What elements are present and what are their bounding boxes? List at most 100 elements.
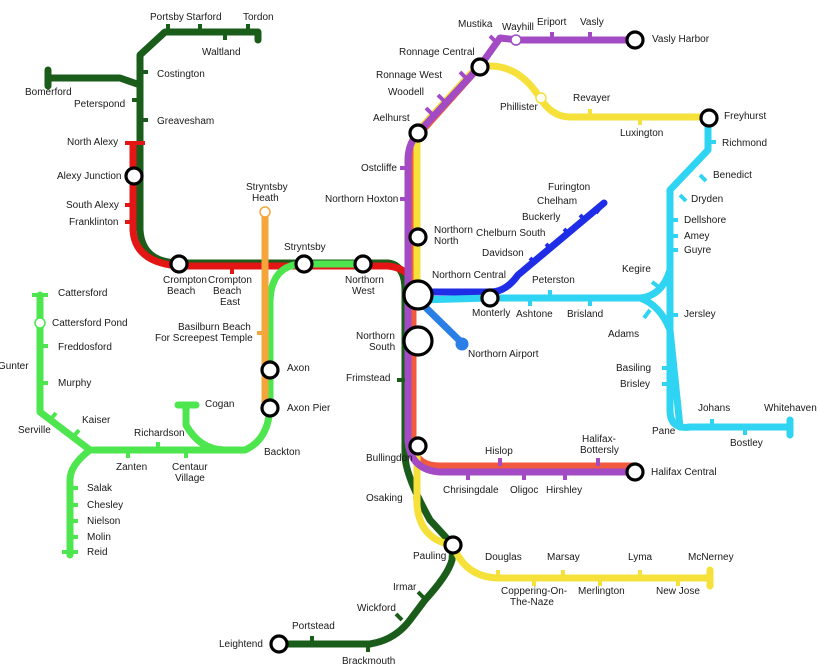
station-northorn-airport[interactable]: [455, 337, 469, 351]
label-whitehaven[interactable]: Whitehaven: [764, 403, 817, 414]
label-axon[interactable]: Axon: [287, 363, 310, 374]
label-bomerford[interactable]: Bomerford: [25, 87, 72, 98]
label-buckerly[interactable]: Buckerly: [522, 212, 560, 223]
label-woodell[interactable]: Woodell: [388, 87, 424, 98]
label-mcnerney[interactable]: McNerney: [688, 552, 734, 563]
station-ronnage-central[interactable]: [470, 57, 490, 77]
label-portstead[interactable]: Portstead: [292, 621, 335, 632]
label-cattersford-pond[interactable]: Cattersford Pond: [52, 318, 128, 329]
label-frimstead[interactable]: Frimstead: [346, 373, 390, 384]
station-northorn-north[interactable]: [408, 227, 428, 247]
label-north-alexy[interactable]: North Alexy: [67, 137, 118, 148]
label-leightend[interactable]: Leightend: [219, 639, 263, 650]
label-chesley[interactable]: Chesley: [87, 500, 123, 511]
label-alexy-junction[interactable]: Alexy Junction: [57, 171, 121, 182]
label-ostcliffe[interactable]: Ostcliffe: [361, 163, 397, 174]
label-axon-pier[interactable]: Axon Pier: [287, 403, 331, 414]
label-franklinton[interactable]: Franklinton: [69, 217, 118, 228]
station-northorn-west[interactable]: [353, 254, 373, 274]
label-luxington[interactable]: Luxington: [620, 128, 663, 139]
label-brisley[interactable]: Brisley: [620, 379, 650, 390]
label-bostley[interactable]: Bostley: [730, 438, 763, 449]
label-furington[interactable]: Furington: [548, 182, 590, 193]
label-chelburn-south[interactable]: Chelburn South: [476, 228, 546, 239]
label-osaking[interactable]: Osaking: [366, 493, 403, 504]
label-davidson[interactable]: Davidson: [482, 248, 524, 259]
station-northorn-central[interactable]: [402, 279, 434, 311]
label-murphy[interactable]: Murphy: [58, 378, 91, 389]
label-merlington[interactable]: Merlington: [578, 586, 625, 597]
label-salak[interactable]: Salak: [87, 483, 113, 494]
label-revayer[interactable]: Revayer: [573, 93, 611, 104]
label-phillister[interactable]: Phillister: [500, 102, 538, 113]
station-northorn-south[interactable]: [402, 325, 434, 357]
label-costington[interactable]: Costington: [157, 69, 205, 80]
label-freyhurst[interactable]: Freyhurst: [724, 111, 766, 122]
station-leightend[interactable]: [269, 634, 289, 654]
station-halifax-central[interactable]: [625, 462, 645, 482]
label-eriport[interactable]: Eriport: [537, 17, 567, 28]
label-tordon[interactable]: Tordon: [243, 12, 274, 23]
label-cogan[interactable]: Cogan: [205, 399, 234, 410]
label-northorn-hoxton[interactable]: Northorn Hoxton: [325, 194, 398, 205]
label-peterston[interactable]: Peterston: [532, 275, 575, 286]
label-gunter[interactable]: Gunter: [0, 361, 29, 372]
label-halifax-central[interactable]: Halifax Central: [651, 467, 717, 478]
label-jersley[interactable]: Jersley: [684, 309, 716, 320]
label-wayhill[interactable]: Wayhill: [502, 22, 534, 33]
label-oligoc[interactable]: Oligoc: [510, 485, 538, 496]
label-northorn-central[interactable]: Northorn Central: [432, 270, 506, 281]
label-northorn-airport[interactable]: Northorn Airport: [468, 349, 539, 360]
label-south-alexy[interactable]: South Alexy: [66, 200, 119, 211]
label-starford[interactable]: Starford: [186, 12, 222, 23]
label-petersopond[interactable]: Peterspond: [74, 99, 125, 110]
station-crompton-beach[interactable]: [169, 254, 189, 274]
label-ashtone[interactable]: Ashtone: [516, 309, 553, 320]
label-stryntsby[interactable]: Stryntsby: [284, 242, 326, 253]
label-kaiser[interactable]: Kaiser: [82, 415, 111, 426]
station-axon[interactable]: [260, 360, 280, 380]
label-freddosford[interactable]: Freddosford: [58, 342, 112, 353]
label-hislop[interactable]: Hislop: [485, 446, 513, 457]
label-marsay[interactable]: Marsay: [547, 552, 580, 563]
station-aelhurst[interactable]: [408, 123, 428, 143]
label-hirshley[interactable]: Hirshley: [546, 485, 582, 496]
label-pauling[interactable]: Pauling: [413, 551, 446, 562]
label-new-jose[interactable]: New Jose: [656, 586, 700, 597]
label-ronnage-central[interactable]: Ronnage Central: [399, 47, 475, 58]
label-mustika[interactable]: Mustika: [458, 19, 493, 30]
label-pane[interactable]: Pane: [652, 426, 676, 437]
label-vasly[interactable]: Vasly: [580, 17, 604, 28]
label-nielson[interactable]: Nielson: [87, 516, 120, 527]
station-axon-pier[interactable]: [260, 398, 280, 418]
station-freyhurst[interactable]: [699, 108, 719, 128]
station-vasly-harbor[interactable]: [625, 30, 645, 50]
station-monterly[interactable]: [480, 288, 500, 308]
label-douglas[interactable]: Douglas: [485, 552, 522, 563]
station-stryntsby-heath[interactable]: [259, 206, 271, 218]
label-dryden[interactable]: Dryden: [691, 194, 723, 205]
label-brackmouth[interactable]: Brackmouth: [342, 656, 395, 667]
label-amey[interactable]: Amey: [684, 231, 710, 242]
label-wickford[interactable]: Wickford: [357, 603, 396, 614]
station-cattersford-pond[interactable]: [34, 317, 46, 329]
label-benedict[interactable]: Benedict: [713, 170, 752, 181]
label-reid[interactable]: Reid: [87, 547, 108, 558]
label-backton[interactable]: Backton: [264, 447, 300, 458]
label-chrisingdale[interactable]: Chrisingdale: [443, 485, 499, 496]
label-cattersford[interactable]: Cattersford: [58, 288, 107, 299]
label-zanten[interactable]: Zanten: [116, 462, 147, 473]
station-pauling[interactable]: [443, 535, 463, 555]
label-serville[interactable]: Serville: [18, 425, 51, 436]
label-irmar[interactable]: Irmar: [393, 582, 417, 593]
label-portsby[interactable]: Portsby: [150, 12, 184, 23]
label-coppering-on-the-naze[interactable]: Coppering-On-The-Naze: [501, 586, 567, 608]
station-bullingdon[interactable]: [408, 436, 428, 456]
